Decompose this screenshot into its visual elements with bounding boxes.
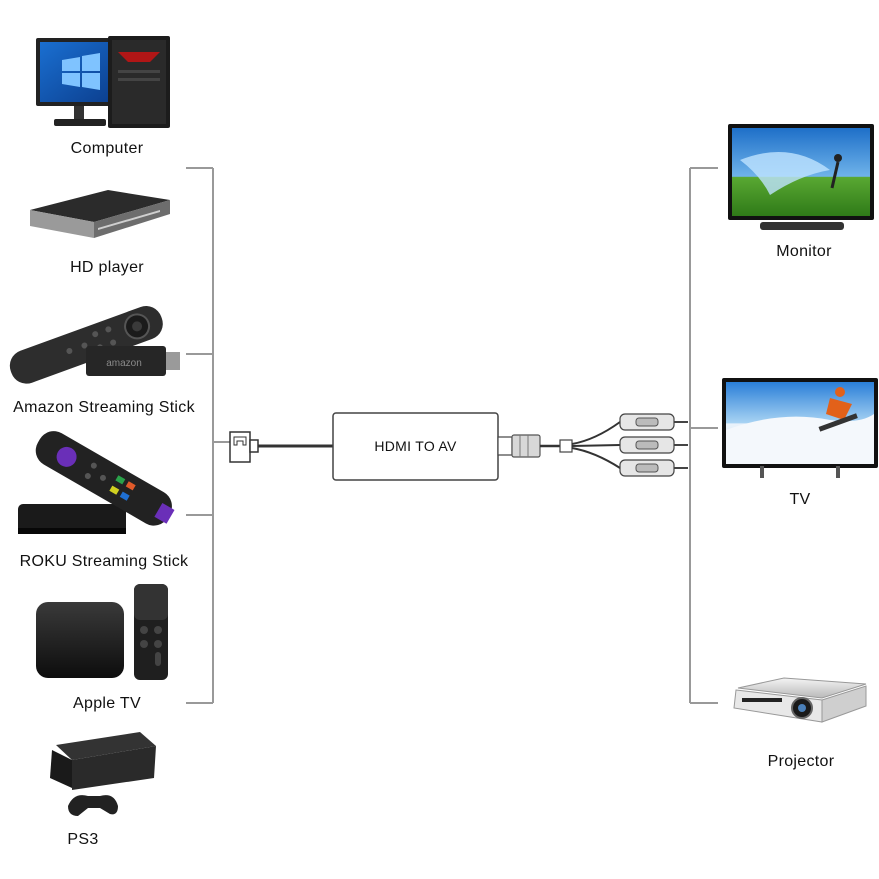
source-bracket: [186, 167, 214, 704]
roku-stick-icon: [18, 431, 175, 534]
projector-icon: [733, 677, 867, 723]
source-label-ps3: PS3: [67, 831, 99, 848]
rca-plug-yellow: [619, 413, 688, 431]
apple-tv-icon: [36, 584, 168, 680]
output-label-projector: Projector: [767, 753, 835, 770]
hdmi-plug-icon: [229, 431, 259, 463]
ps3-console-icon: [50, 732, 156, 816]
source-label-hd-player: HD player: [70, 259, 144, 276]
monitor-icon: [728, 124, 874, 230]
hd-player-icon: [30, 190, 170, 238]
rca-plug-white: [619, 436, 688, 454]
source-label-computer: Computer: [70, 140, 144, 157]
output-bracket: [689, 167, 718, 704]
av-cable: [497, 421, 621, 469]
svg-text:amazon: amazon: [106, 358, 142, 369]
source-label-roku: ROKU Streaming Stick: [19, 553, 189, 570]
output-label-tv: TV: [789, 491, 811, 508]
rca-plugs: [619, 413, 688, 477]
desktop-computer-icon: [36, 36, 170, 128]
tv-icon: [722, 378, 878, 478]
converter-label: HDMI TO AV: [374, 438, 457, 454]
output-label-monitor: Monitor: [776, 243, 832, 260]
rca-plug-red: [619, 459, 688, 477]
source-label-amazon: Amazon Streaming Stick: [13, 399, 195, 416]
amazon-fire-stick-icon: amazon: [9, 305, 180, 384]
source-label-apple-tv: Apple TV: [73, 695, 141, 712]
